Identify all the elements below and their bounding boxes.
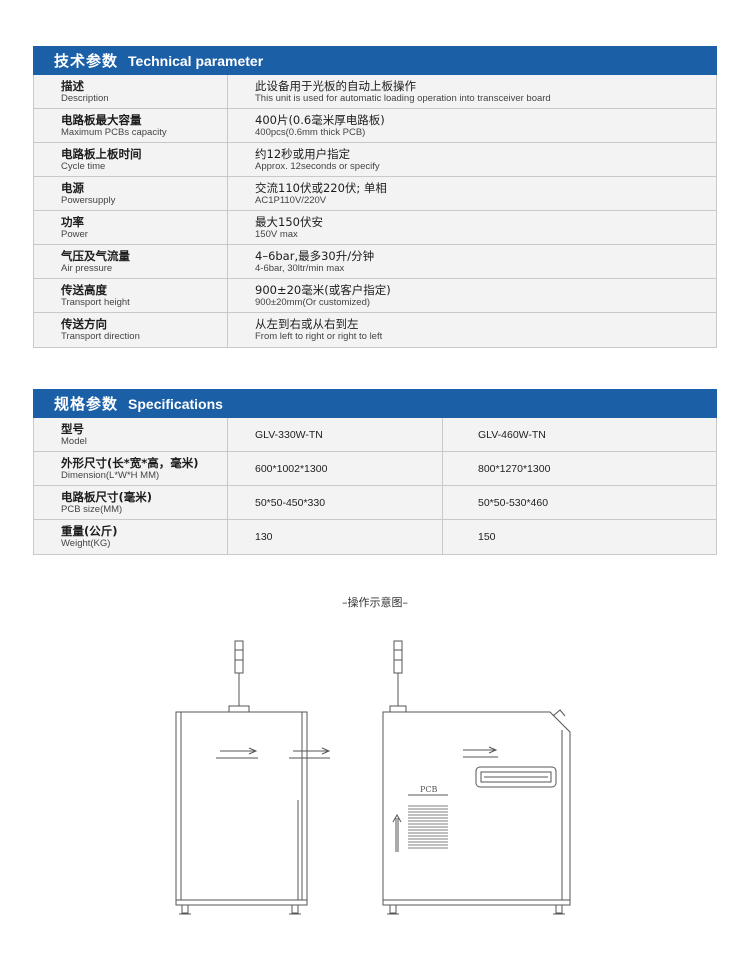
- row-value-en: Approx. 12seconds or specify: [255, 160, 380, 172]
- row-value-zh: 约12秒或用户指定: [255, 146, 351, 161]
- row-label-en: Cycle time: [61, 160, 106, 172]
- specifications-title-en: Specifications: [128, 395, 223, 412]
- row-label-en: PCB size(MM): [61, 503, 123, 515]
- model-b-cell: GLV-460W-TN: [478, 428, 546, 441]
- dimension-b-cell: 800*1270*1300: [478, 462, 551, 475]
- weight-a-cell: 130: [228, 520, 443, 554]
- arrow-head: [321, 747, 331, 755]
- pcb-label: PCB: [420, 785, 438, 794]
- dimension-a-cell: 600*1002*1300: [228, 452, 443, 485]
- row-value-en: 150V max: [255, 228, 298, 240]
- row-label-zh: 外形尺寸(长*宽*高，毫米): [61, 455, 199, 470]
- row-value-zh: 900±20毫米(或客户指定): [255, 282, 391, 297]
- front-foot-left: [181, 904, 189, 914]
- row-label-en: Air pressure: [61, 262, 113, 274]
- row-label-zh: 电路板上板时间: [61, 146, 142, 161]
- row-value-zh: 从左到右或从右到左: [255, 317, 359, 331]
- magazine-window: [475, 766, 557, 788]
- side-foot-right: [555, 904, 563, 914]
- row-label-en: Dimension(L*W*H MM): [61, 469, 160, 481]
- technical-title-en: Technical parameter: [128, 52, 264, 69]
- front-view-machine: [175, 640, 331, 915]
- weight-b-cell: 150: [478, 531, 496, 543]
- row-label-en: Power: [61, 228, 88, 240]
- specifications-header: 规格参数 Specifications: [33, 389, 717, 418]
- row-label-zh: 重量(公斤): [61, 524, 118, 538]
- table-row: 重量(公斤)Weight(KG) 130 150: [34, 520, 716, 554]
- side-cabinet: [382, 711, 571, 906]
- table-row: 电路板尺寸(毫米)PCB size(MM) 50*50-450*330 50*5…: [34, 486, 716, 520]
- signal-tower-base: [228, 705, 250, 713]
- row-label-en: Model: [61, 435, 87, 447]
- row-value-en: This unit is used for automatic loading …: [255, 92, 551, 104]
- arrow-head: [392, 813, 402, 823]
- row-value-en: From left to right or right to left: [255, 331, 383, 342]
- row-label-zh: 功率: [61, 214, 84, 229]
- row-label-en: Weight(KG): [61, 538, 111, 549]
- front-cabinet: [175, 711, 308, 906]
- signal-tower: [393, 640, 403, 674]
- row-value-en: 400pcs(0.6mm thick PCB): [255, 126, 366, 138]
- signal-tower-base: [389, 705, 407, 713]
- row-value-zh: 4–6bar,最多30升/分钟: [255, 248, 375, 263]
- technical-title-zh: 技术参数: [54, 52, 119, 70]
- row-label-zh: 型号: [61, 421, 84, 436]
- row-label-zh: 电路板最大容量: [61, 112, 142, 127]
- signal-tower: [234, 640, 244, 674]
- row-label-zh: 气压及气流量: [61, 248, 130, 263]
- table-row: 外形尺寸(长*宽*高，毫米)Dimension(L*W*H MM) 600*10…: [34, 452, 716, 486]
- arrow-head: [488, 746, 498, 754]
- pcb-stack: [408, 805, 448, 849]
- row-value-zh: 此设备用于光板的自动上板操作: [255, 78, 416, 93]
- pcb-size-b-cell: 50*50-530*460: [478, 496, 549, 509]
- row-value-en: 4-6bar, 30ltr/min max: [255, 262, 345, 274]
- row-value-en: AC1P110V/220V: [255, 194, 327, 206]
- row-label-en: Powersupply: [61, 194, 116, 206]
- row-label-zh: 电路板尺寸(毫米): [61, 489, 153, 504]
- row-label-zh: 描述: [61, 78, 84, 93]
- side-foot-left: [389, 904, 397, 914]
- row-label-en: Transport direction: [61, 331, 140, 342]
- arrow-head: [248, 747, 258, 755]
- specifications-title-zh: 规格参数: [54, 395, 119, 413]
- row-value-zh: 最大150伏安: [255, 214, 323, 229]
- technical-parameter-header: 技术参数 Technical parameter: [33, 46, 717, 75]
- row-label-en: Description: [61, 92, 109, 104]
- model-a-cell: GLV-330W-TN: [228, 418, 443, 451]
- row-value-en: 900±20mm(Or customized): [255, 296, 371, 308]
- row-label-zh: 传送高度: [61, 282, 107, 297]
- row-label-en: Transport height: [61, 296, 130, 308]
- row-label-zh: 电源: [61, 180, 84, 195]
- row-value-zh: 交流110伏或220伏; 单相: [255, 180, 387, 195]
- pcb-size-a-cell: 50*50-450*330: [228, 486, 443, 519]
- diagram-caption: –操作示意图–: [342, 596, 408, 609]
- front-foot-right: [291, 904, 299, 914]
- magazine-rack: [480, 771, 552, 783]
- row-label-zh: 传送方向: [61, 317, 107, 331]
- side-handle: [552, 709, 566, 717]
- row-label-en: Maximum PCBs capacity: [61, 126, 167, 138]
- row-value-zh: 400片(0.6毫米厚电路板): [255, 112, 385, 127]
- side-view-machine: [382, 640, 571, 915]
